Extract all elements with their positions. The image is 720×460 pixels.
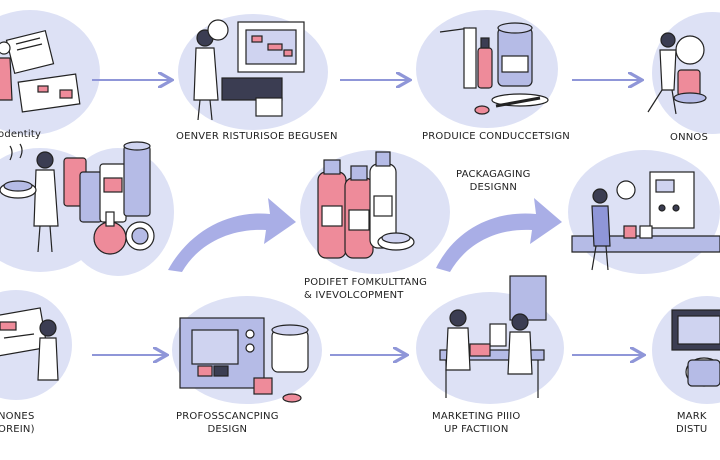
produce-illustration xyxy=(439,22,549,115)
step-label-processing: PROFOSSCANCPING DESIGN xyxy=(176,411,279,435)
step-label-distribution: MARK DISTU xyxy=(676,411,708,435)
marketing-illustration xyxy=(439,275,547,398)
step-label-produce: PRODUICE CONDUCCETSIGN xyxy=(422,131,570,142)
nones-illustration xyxy=(0,307,59,381)
packaging-illustration xyxy=(571,171,720,271)
step-label-nones: NONES OREIN) xyxy=(0,411,35,435)
onnos-illustration xyxy=(647,32,707,115)
step-label-formulation: PODIFET FOMKULTTANG & IVEVOLCOPMENT xyxy=(304,277,428,301)
research-illustration xyxy=(193,19,305,121)
curved-arrow-right xyxy=(436,198,562,272)
step-label-identity: ᴏdentity xyxy=(0,129,42,140)
formulation-illustration xyxy=(317,151,415,259)
step-label-research: OENVER RISTURISOE BEGUSEN xyxy=(176,131,338,142)
identity-illustration xyxy=(0,29,81,113)
ingredients-illustration xyxy=(63,141,155,255)
processing-illustration xyxy=(179,317,309,403)
lab-illustration xyxy=(0,143,59,253)
step-label-onnos: ONNOS xyxy=(670,132,709,143)
step-label-marketing: MARKETING PIIIO UP FACTIION xyxy=(432,411,521,435)
curved-arrow-left xyxy=(168,198,296,272)
step-label-packaging: PACKAGAGING DESIGNN xyxy=(456,169,531,193)
distribution-illustration xyxy=(671,309,720,387)
